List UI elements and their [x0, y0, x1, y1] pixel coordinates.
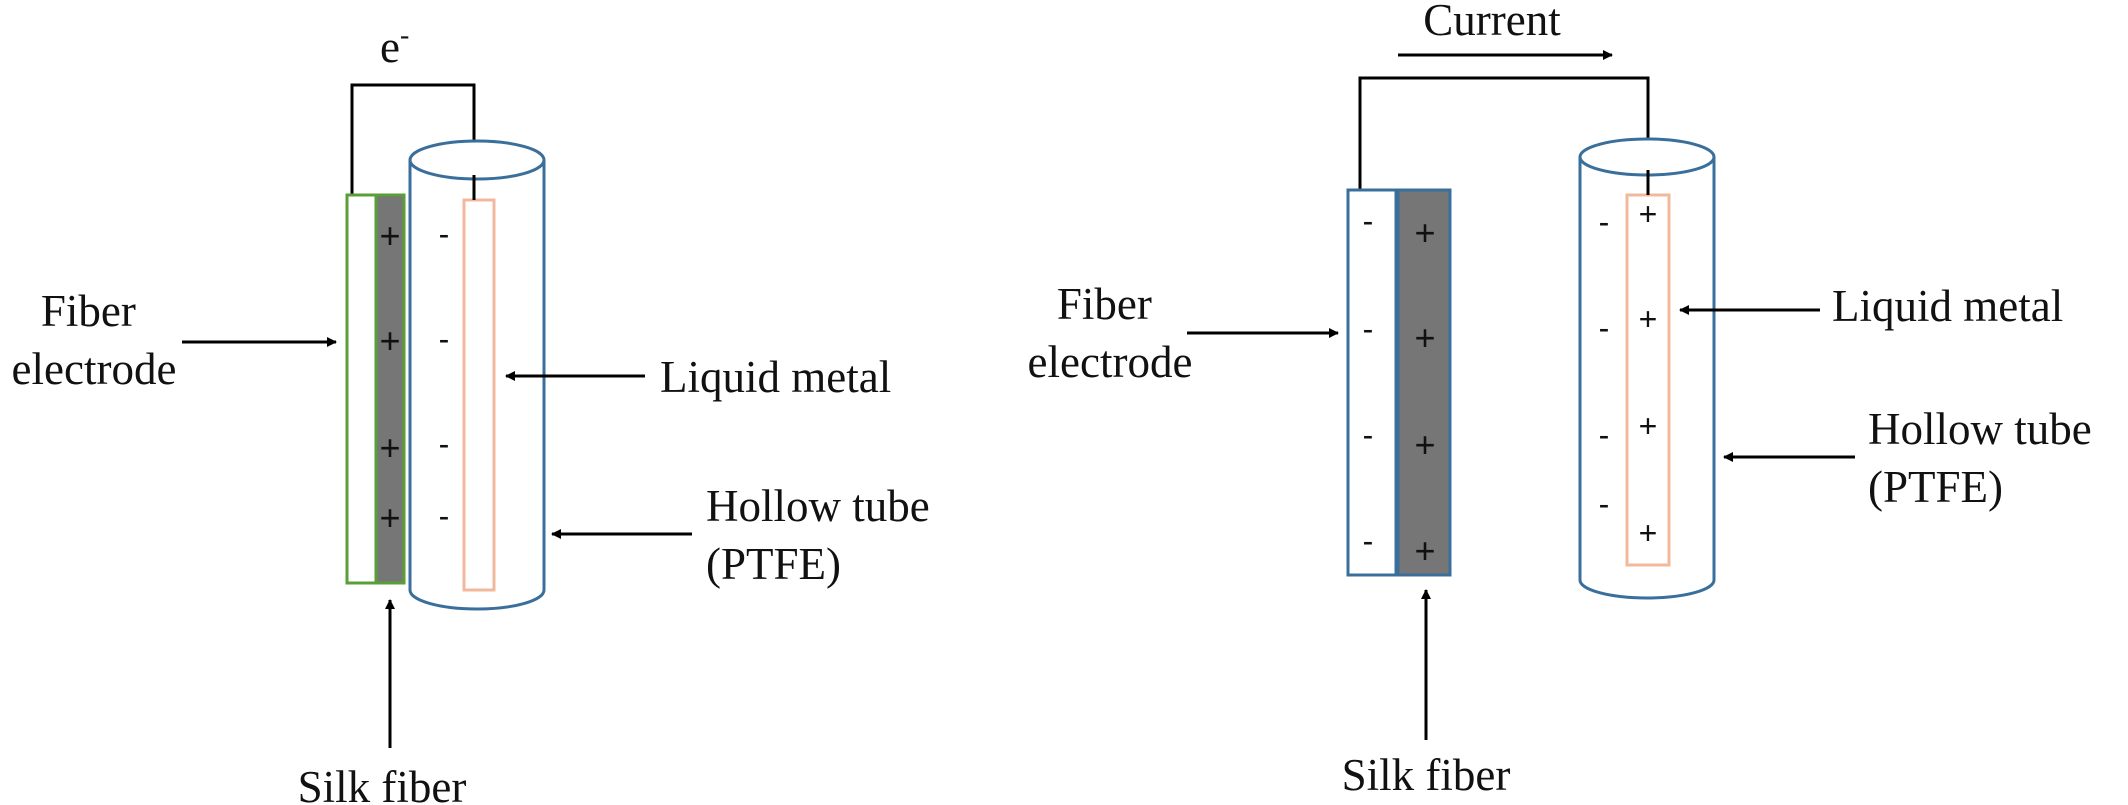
- left-hollow-tube: [408, 139, 546, 611]
- left-fiber-electrode-label: Fiber electrode: [12, 286, 177, 394]
- left-tube-sign: -: [439, 216, 450, 252]
- right-metal-sign: +: [1639, 301, 1658, 337]
- right-fiber-electrode-label: Fiber electrode: [1028, 279, 1193, 387]
- right-silk-fiber: [1396, 188, 1452, 577]
- right-silk-sign: +: [1414, 317, 1435, 358]
- left-silk-sign: +: [379, 427, 400, 468]
- right-hollow-tube: [1578, 137, 1716, 600]
- left-liquid-metal: [462, 198, 496, 592]
- right-tube-sign: -: [1599, 204, 1610, 240]
- left-panel: e- + + + + - - - - Fiber electrode Liqui…: [12, 20, 941, 805]
- right-tube-sign: -: [1599, 486, 1610, 522]
- right-current-label: Current: [1423, 0, 1561, 45]
- left-silk-sign: +: [379, 320, 400, 361]
- left-hollow-tube-label: Hollow tube (PTFE): [706, 481, 941, 589]
- right-silk-sign: +: [1414, 212, 1435, 253]
- right-electrode-sign: -: [1363, 417, 1374, 453]
- right-panel: Current - - - - + + + + - - - - + + + + …: [1028, 0, 2103, 800]
- left-liquid-metal-label: Liquid metal: [660, 352, 891, 402]
- left-tube-sign: -: [439, 321, 450, 357]
- left-silk-fiber: [374, 193, 406, 585]
- right-electrode-sign: -: [1363, 203, 1374, 239]
- left-fiber-electrode: [345, 193, 378, 585]
- right-liquid-metal: [1625, 193, 1671, 567]
- right-silk-sign: +: [1414, 424, 1435, 465]
- left-silk-fiber-label: Silk fiber: [298, 762, 467, 805]
- right-metal-sign: +: [1639, 408, 1658, 444]
- right-hollow-tube-label: Hollow tube (PTFE): [1868, 404, 2103, 512]
- right-tube-sign: -: [1599, 417, 1610, 453]
- right-electrode-sign: -: [1363, 523, 1374, 559]
- left-silk-sign: +: [379, 215, 400, 256]
- right-silk-sign: +: [1414, 530, 1435, 571]
- left-tube-sign: -: [439, 426, 450, 462]
- right-silk-fiber-label: Silk fiber: [1342, 750, 1511, 800]
- right-metal-sign: +: [1639, 515, 1658, 551]
- left-silk-sign: +: [379, 497, 400, 538]
- left-electron-label: e-: [380, 20, 409, 72]
- right-metal-sign: +: [1639, 196, 1658, 232]
- right-liquid-metal-label: Liquid metal: [1832, 281, 2063, 331]
- right-electrode-sign: -: [1363, 311, 1374, 347]
- left-tube-sign: -: [439, 498, 450, 534]
- right-external-wire: [1358, 76, 1650, 190]
- right-fiber-electrode: [1346, 188, 1398, 577]
- right-tube-sign: -: [1599, 310, 1610, 346]
